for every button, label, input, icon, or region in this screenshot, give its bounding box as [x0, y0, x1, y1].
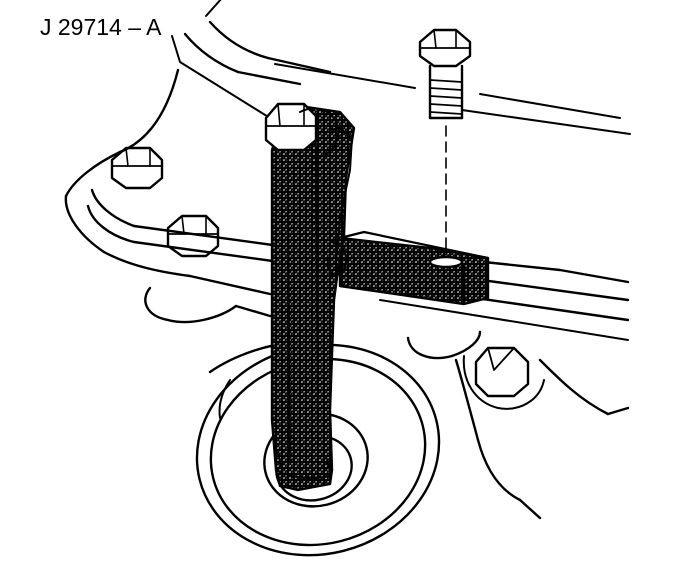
callout-leader-line: [171, 35, 271, 119]
attachment-bolt: [418, 28, 472, 259]
housing-body: [64, 20, 631, 520]
flange-bolt: [462, 346, 545, 410]
tool-callout-label: J 29714 – A: [40, 14, 162, 40]
flange-bolt: [110, 146, 164, 190]
dowel-bolt: [264, 102, 340, 159]
callout-leader-tick: [205, 0, 222, 17]
holding-tool-lever: [270, 104, 356, 492]
flange-bolt: [166, 214, 220, 258]
tool-bar-plate: [338, 230, 490, 306]
